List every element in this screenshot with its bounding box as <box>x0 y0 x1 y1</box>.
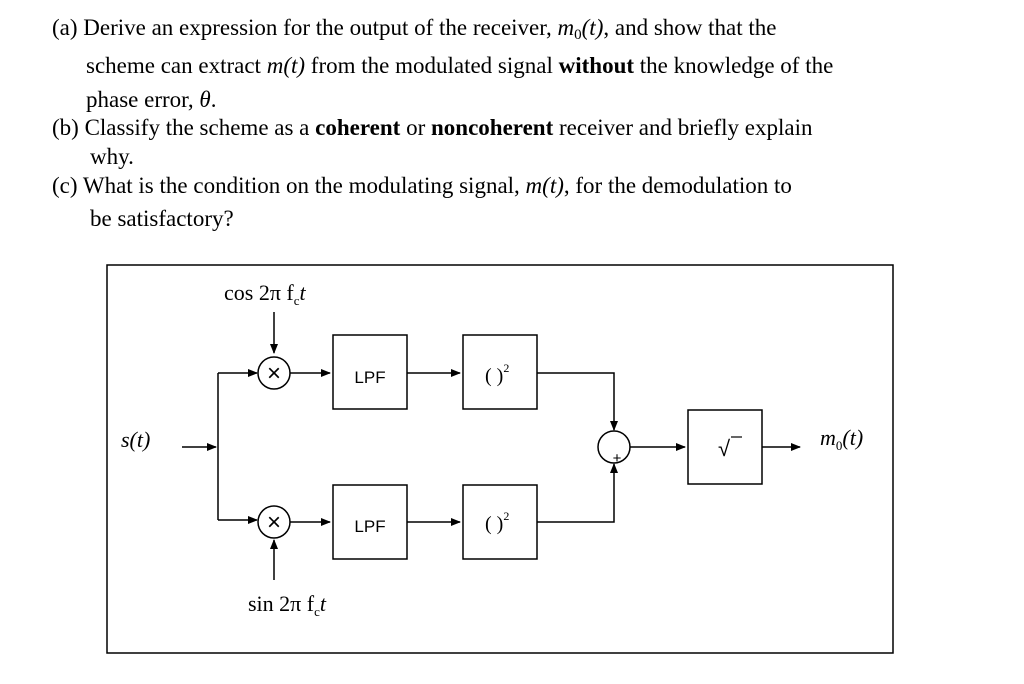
multiply-icon: × <box>267 509 281 536</box>
plus-icon: + <box>613 450 622 467</box>
input-label: s(t) <box>121 427 150 452</box>
question-b-text: receiver and briefly explain <box>553 115 813 140</box>
question-b-text: (b) Classify the scheme as a <box>52 115 316 140</box>
question-a-line-2: scheme can extract m(t) from the modulat… <box>86 52 833 80</box>
top-multiplier: × <box>257 356 291 390</box>
question-a-text: phase error, <box>86 87 200 112</box>
question-c-text: (c) What is the condition on the modulat… <box>52 173 526 198</box>
output-label: m0(t) <box>820 425 863 453</box>
question-a-text: from the modulated signal <box>305 53 559 78</box>
question-a-text: scheme can extract <box>86 53 267 78</box>
emphasis-coherent: coherent <box>315 115 401 140</box>
question-c-line-1: (c) What is the condition on the modulat… <box>52 172 792 200</box>
lpf-top-label: LPF <box>354 368 385 387</box>
question-a-line-1: (a) Derive an expression for the output … <box>52 14 777 43</box>
question-b-line-1: (b) Classify the scheme as a coherent or… <box>52 114 813 142</box>
output-subscript: 0 <box>574 27 582 43</box>
question-a-line-3: phase error, θ. <box>86 86 216 114</box>
square-bottom-to-adder-arrow <box>537 463 618 523</box>
adder: + <box>597 430 631 467</box>
output-symbol: m <box>557 15 575 40</box>
question-b-line-2: why. <box>90 143 134 171</box>
cos-label: cos 2π fct <box>224 280 307 308</box>
lpf-bottom-label: LPF <box>354 517 385 536</box>
lpf-top-box <box>332 334 408 410</box>
question-b-text: why. <box>90 144 134 169</box>
question-a-text: the knowledge of the <box>634 53 834 78</box>
sqrt-icon: √ <box>718 436 731 461</box>
question-c-text: , for the demodulation to <box>563 173 792 198</box>
question-b-text: or <box>400 115 431 140</box>
question-a-text-end: , and show that the <box>603 15 777 40</box>
question-a-text: . <box>210 87 217 112</box>
theta-symbol: θ <box>199 87 211 112</box>
sin-label: sin 2π fct <box>248 591 327 619</box>
square-top-box <box>462 334 538 410</box>
square-top-to-adder-arrow <box>537 372 618 431</box>
message-symbol: m(t) <box>525 173 564 198</box>
question-c-line-2: be satisfactory? <box>90 205 234 233</box>
question-a-text: (a) Derive an expression for the output … <box>52 15 558 40</box>
diagram-frame <box>106 264 894 654</box>
output-argument: (t) <box>581 15 604 40</box>
question-c-text: be satisfactory? <box>90 206 234 231</box>
square-top-label: ( )2 <box>485 361 509 387</box>
square-bottom-label: ( )2 <box>485 509 509 535</box>
message-symbol: m(t) <box>266 53 306 78</box>
emphasis-without: without <box>558 53 635 78</box>
emphasis-noncoherent: noncoherent <box>431 115 554 140</box>
bottom-multiplier: × <box>257 505 291 539</box>
multiply-icon: × <box>267 360 281 387</box>
